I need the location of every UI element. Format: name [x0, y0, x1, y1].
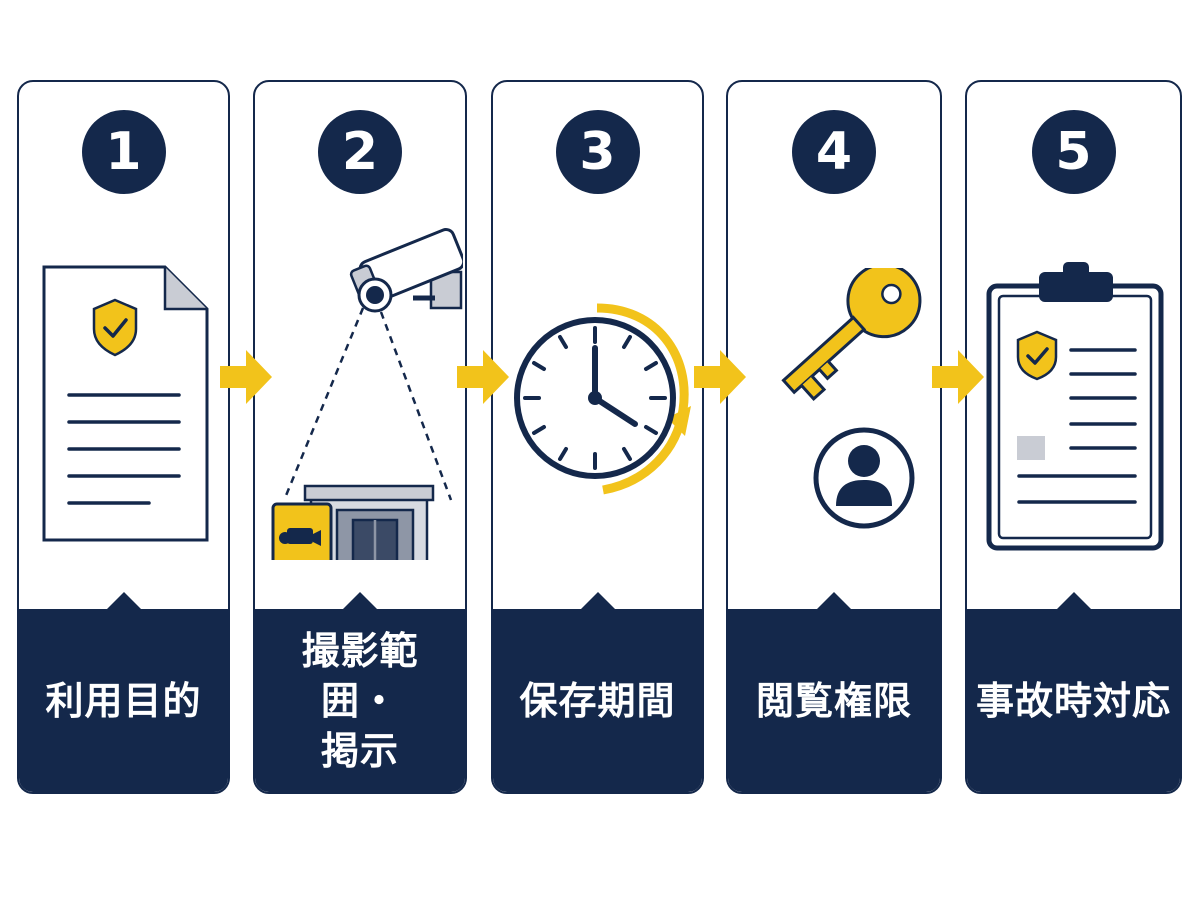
step-label: 事故時対応 — [975, 678, 1171, 723]
arrow-right-icon — [457, 350, 509, 404]
step-number-badge: 4 — [792, 110, 876, 194]
key-user-icon — [781, 268, 922, 529]
step-card-3: 3 — [491, 80, 704, 794]
step-label-panel: 事故時対応 — [967, 592, 1180, 792]
step-label: 保存期間 — [519, 678, 676, 723]
step-card-5: 5 事故時対応 — [965, 80, 1182, 794]
step-number-badge: 1 — [81, 110, 166, 194]
step-label: 撮影範囲・ 掲示 — [301, 628, 419, 773]
step-label: 閲覧権限 — [755, 678, 912, 723]
step-number-badge: 2 — [318, 110, 402, 194]
step-number-badge: 3 — [555, 110, 640, 194]
clock-icon — [514, 303, 691, 495]
step-label-panel: 利用目的 — [19, 592, 228, 792]
arrow-right-icon — [694, 350, 746, 404]
security-camera-icon — [271, 228, 463, 560]
arrow-right-icon — [220, 350, 272, 404]
step-card-1: 1 利用目的 — [17, 80, 230, 794]
step-number-badge: 5 — [1031, 110, 1116, 194]
step-label-panel: 保存期間 — [493, 592, 702, 792]
step-label: 利用目的 — [45, 678, 202, 723]
policy-document-icon — [42, 265, 209, 542]
arrow-right-icon — [932, 350, 984, 404]
step-card-4: 4 閲覧権限 — [726, 80, 942, 794]
step-label-panel: 撮影範囲・ 掲示 — [255, 592, 465, 792]
step-label-panel: 閲覧権限 — [728, 592, 940, 792]
clipboard-report-icon — [986, 262, 1164, 551]
step-card-2: 2 — [253, 80, 467, 794]
